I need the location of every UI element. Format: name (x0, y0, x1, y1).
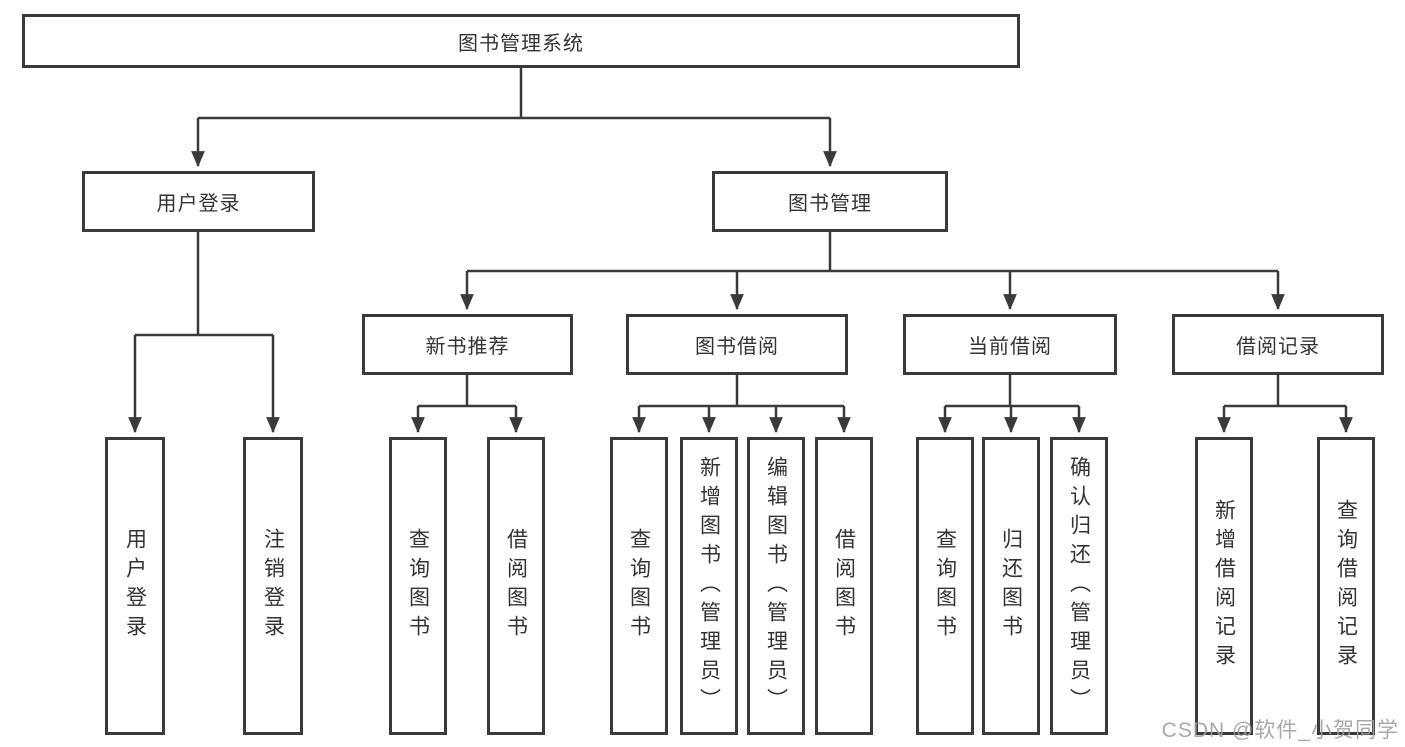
node-user-login-branch: 用户登录 (82, 171, 315, 232)
leaf-query-books-current: 查询图书 (916, 437, 974, 735)
leaf-user-login: 用户登录 (105, 437, 165, 735)
leaf-logout: 注销登录 (243, 437, 303, 735)
leaf-return-book: 归还图书 (982, 437, 1040, 735)
node-book-management-branch: 图书管理 (712, 171, 948, 232)
node-book-borrow: 图书借阅 (626, 314, 848, 375)
leaf-confirm-return-admin: 确认归还（管理员） (1050, 437, 1108, 735)
node-current-borrow: 当前借阅 (903, 314, 1117, 375)
leaf-borrow-books: 借阅图书 (815, 437, 873, 735)
leaf-add-borrow-record: 新增借阅记录 (1195, 437, 1253, 735)
node-library-management-system: 图书管理系统 (22, 14, 1020, 68)
csdn-watermark: CSDN @软件_小贺同学 (1161, 719, 1399, 742)
leaf-add-book-admin: 新增图书（管理员） (680, 437, 738, 735)
leaf-query-books-borrow: 查询图书 (610, 437, 668, 735)
node-borrow-records: 借阅记录 (1172, 314, 1384, 375)
node-new-book-recommend: 新书推荐 (362, 314, 573, 375)
leaf-borrow-books-recommend: 借阅图书 (487, 437, 545, 735)
leaf-edit-book-admin: 编辑图书（管理员） (747, 437, 805, 735)
leaf-query-books-recommend: 查询图书 (389, 437, 447, 735)
leaf-query-borrow-record: 查询借阅记录 (1317, 437, 1375, 735)
